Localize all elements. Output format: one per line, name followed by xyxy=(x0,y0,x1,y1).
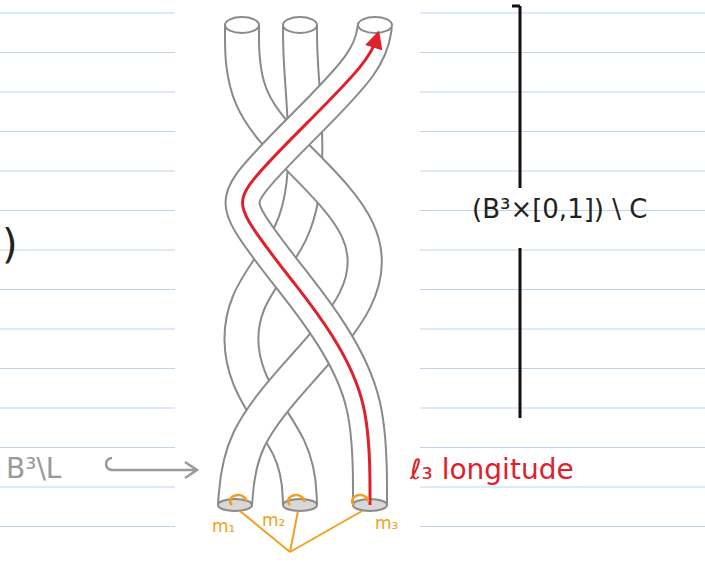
ruled-line xyxy=(420,250,705,251)
meridian-loop xyxy=(288,495,304,505)
ruled-line xyxy=(0,250,175,251)
leader-line xyxy=(240,511,290,552)
ruled-line xyxy=(0,52,175,53)
bracket-line xyxy=(519,248,522,418)
ruled-line xyxy=(0,131,175,132)
longitude-curve xyxy=(243,34,379,505)
ruled-line xyxy=(420,408,705,409)
tube-cap xyxy=(283,17,317,33)
ruled-line xyxy=(0,329,175,330)
bracket-line xyxy=(519,6,522,188)
ruled-line xyxy=(420,329,705,330)
tube-cap xyxy=(358,17,392,33)
ruled-line xyxy=(0,92,175,93)
ruled-line xyxy=(0,289,175,290)
ruled-line xyxy=(0,487,175,488)
ruled-line xyxy=(420,52,705,53)
meridian-label: m₃ xyxy=(375,515,398,532)
ruled-line xyxy=(420,368,705,369)
ruled-line xyxy=(0,171,175,172)
tube-cap xyxy=(225,17,259,33)
inclusion-arrow xyxy=(106,458,197,478)
ruled-line xyxy=(0,210,175,211)
space-label: B³\L xyxy=(6,455,61,483)
ruled-line xyxy=(420,447,705,448)
meridian-loop xyxy=(230,495,246,505)
ruled-line xyxy=(0,13,175,14)
ruled-line xyxy=(420,171,705,172)
ruled-line xyxy=(420,526,705,527)
ruled-line xyxy=(0,447,175,448)
paren-label: ) xyxy=(2,224,18,264)
ruled-line xyxy=(420,92,705,93)
leader-line xyxy=(290,511,362,552)
ruled-line xyxy=(420,131,705,132)
longitude-label: ℓ₃ longitude xyxy=(410,456,574,484)
tube-body xyxy=(243,25,376,505)
space-label: (B³×[0,1]) \ C xyxy=(472,196,647,222)
ruled-line xyxy=(420,487,705,488)
meridian-label: m₂ xyxy=(262,512,285,529)
tube-outline xyxy=(243,25,376,505)
meridian-label: m₁ xyxy=(212,518,235,535)
meridian-loop xyxy=(352,495,368,505)
ruled-line xyxy=(0,408,175,409)
leader-line xyxy=(290,511,298,552)
ruled-line xyxy=(420,289,705,290)
bracket-tick xyxy=(512,5,520,8)
ruled-line xyxy=(0,368,175,369)
ruled-line xyxy=(420,13,705,14)
ruled-line xyxy=(0,526,175,527)
